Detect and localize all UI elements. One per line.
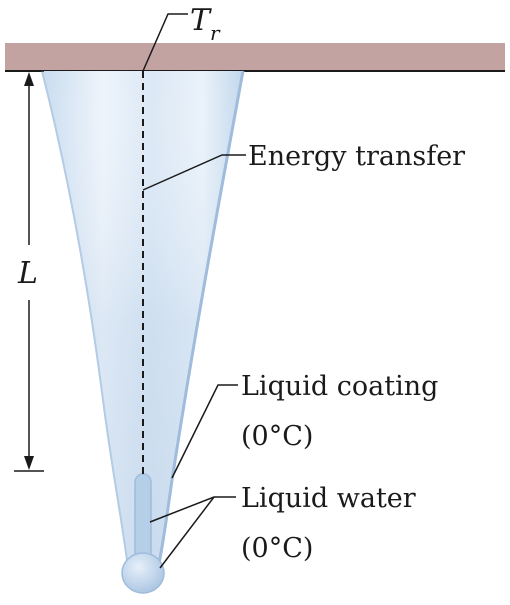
liquid-coating-left — [41, 70, 129, 569]
tr-leader-line — [142, 13, 188, 72]
length-symbol: L — [17, 256, 38, 291]
liquid-water-temp: (0°C) — [241, 533, 313, 564]
water-drop — [121, 552, 165, 594]
liquid-coating — [156, 70, 245, 569]
energy-transfer-label: Energy transfer — [248, 141, 465, 172]
tr-symbol: T — [190, 3, 212, 38]
liquid-coating-temp: (0°C) — [241, 421, 313, 452]
icicle-shading — [42, 71, 243, 568]
ceiling-slab — [5, 43, 505, 71]
liquid-water-label: Liquid water — [241, 483, 416, 514]
liquid-water-core — [134, 473, 152, 561]
tr-subscript: r — [210, 21, 221, 45]
length-arrow-down — [24, 456, 34, 470]
water-leader-line-drop — [159, 496, 215, 569]
coating-leader-line — [171, 384, 238, 479]
liquid-coating-label: Liquid coating — [241, 371, 438, 402]
energy-leader-line — [142, 154, 246, 191]
length-arrow-up — [24, 72, 34, 86]
